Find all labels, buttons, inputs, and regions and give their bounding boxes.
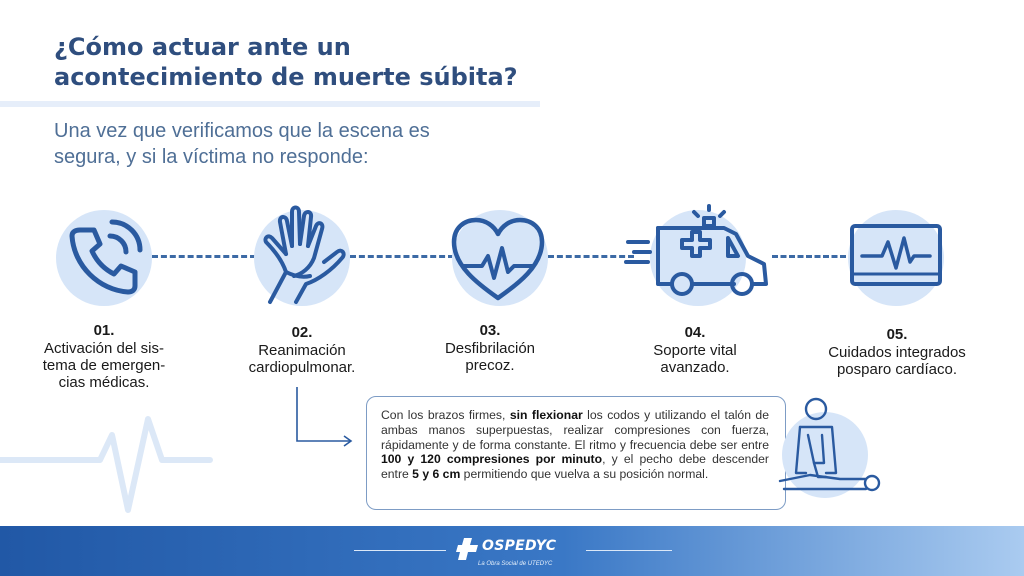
step-1-number: 01.: [93, 322, 115, 339]
ospedyc-logo: OSPEDYC La Obra Social de UTEDYC: [452, 532, 582, 574]
step-2-label: Reanimación cardiopulmonar.: [248, 342, 356, 376]
step-3: 03. Desfibrilación precoz.: [405, 322, 575, 374]
detail-text-3: , y el pecho debe descender entre: [381, 452, 769, 482]
decorative-pulse-line: [0, 416, 213, 513]
step-4: 04. Soporte vital avanzado.: [610, 324, 780, 376]
footer-brand: OSPEDYC: [482, 538, 557, 554]
monitor-pulse-icon: [850, 224, 942, 286]
cpr-person-icon: [778, 397, 881, 492]
detail-text-1: Con los brazos firmes,: [381, 408, 510, 422]
connector-2-3: [350, 255, 454, 258]
arrow-to-detail: [296, 387, 353, 447]
cpr-instructions-box: Con los brazos firmes, sin flexionar los…: [366, 396, 786, 510]
connector-4-5: [772, 255, 846, 258]
phone-icon: [69, 219, 143, 295]
page-title: ¿Cómo actuar ante un acontecimiento de m…: [54, 33, 518, 91]
step-2-number: 02.: [291, 324, 313, 341]
step-4-number: 04.: [684, 324, 706, 341]
detail-bold-2: 100 y 120 compresiones por minuto: [381, 452, 603, 467]
connector-1-2: [152, 255, 256, 258]
step-2: 02. Reanimación cardiopulmonar.: [217, 324, 387, 376]
step-5: 05. Cuidados integrados posparo cardíaco…: [812, 326, 982, 378]
step-5-number: 05.: [886, 326, 908, 343]
detail-bold-3: 5 y 6 cm: [412, 467, 461, 482]
step-1-label: Activación del sis- tema de emergen- cia…: [42, 340, 166, 391]
page-subtitle: Una vez que verificamos que la escena es…: [54, 120, 430, 168]
step-4-label: Soporte vital avanzado.: [653, 342, 737, 376]
step-3-number: 03.: [479, 322, 501, 339]
detail-bold-1: sin flexionar: [509, 408, 583, 422]
connector-3-4: [548, 255, 634, 258]
detail-text-4: permitiendo que vuelva a su posición nor…: [460, 467, 709, 482]
step-3-label: Desfibrilación precoz.: [444, 340, 536, 374]
footer-line-right: [586, 550, 672, 551]
step-5-label: Cuidados integrados posparo cardíaco.: [828, 344, 966, 378]
hands-cpr-icon: [263, 205, 346, 304]
footer-bar: [0, 526, 1024, 576]
footer-tagline: La Obra Social de UTEDYC: [478, 561, 553, 567]
ambulance-icon: [624, 204, 768, 296]
step-1: 01. Activación del sis- tema de emergen-…: [19, 322, 189, 391]
heart-pulse-icon: [451, 217, 545, 301]
detail-text-2: los codos y utilizando el talón de ambas…: [381, 408, 769, 452]
title-underline: [0, 101, 540, 107]
footer-line-left: [354, 550, 446, 551]
logo-cross-icon: [456, 538, 478, 560]
